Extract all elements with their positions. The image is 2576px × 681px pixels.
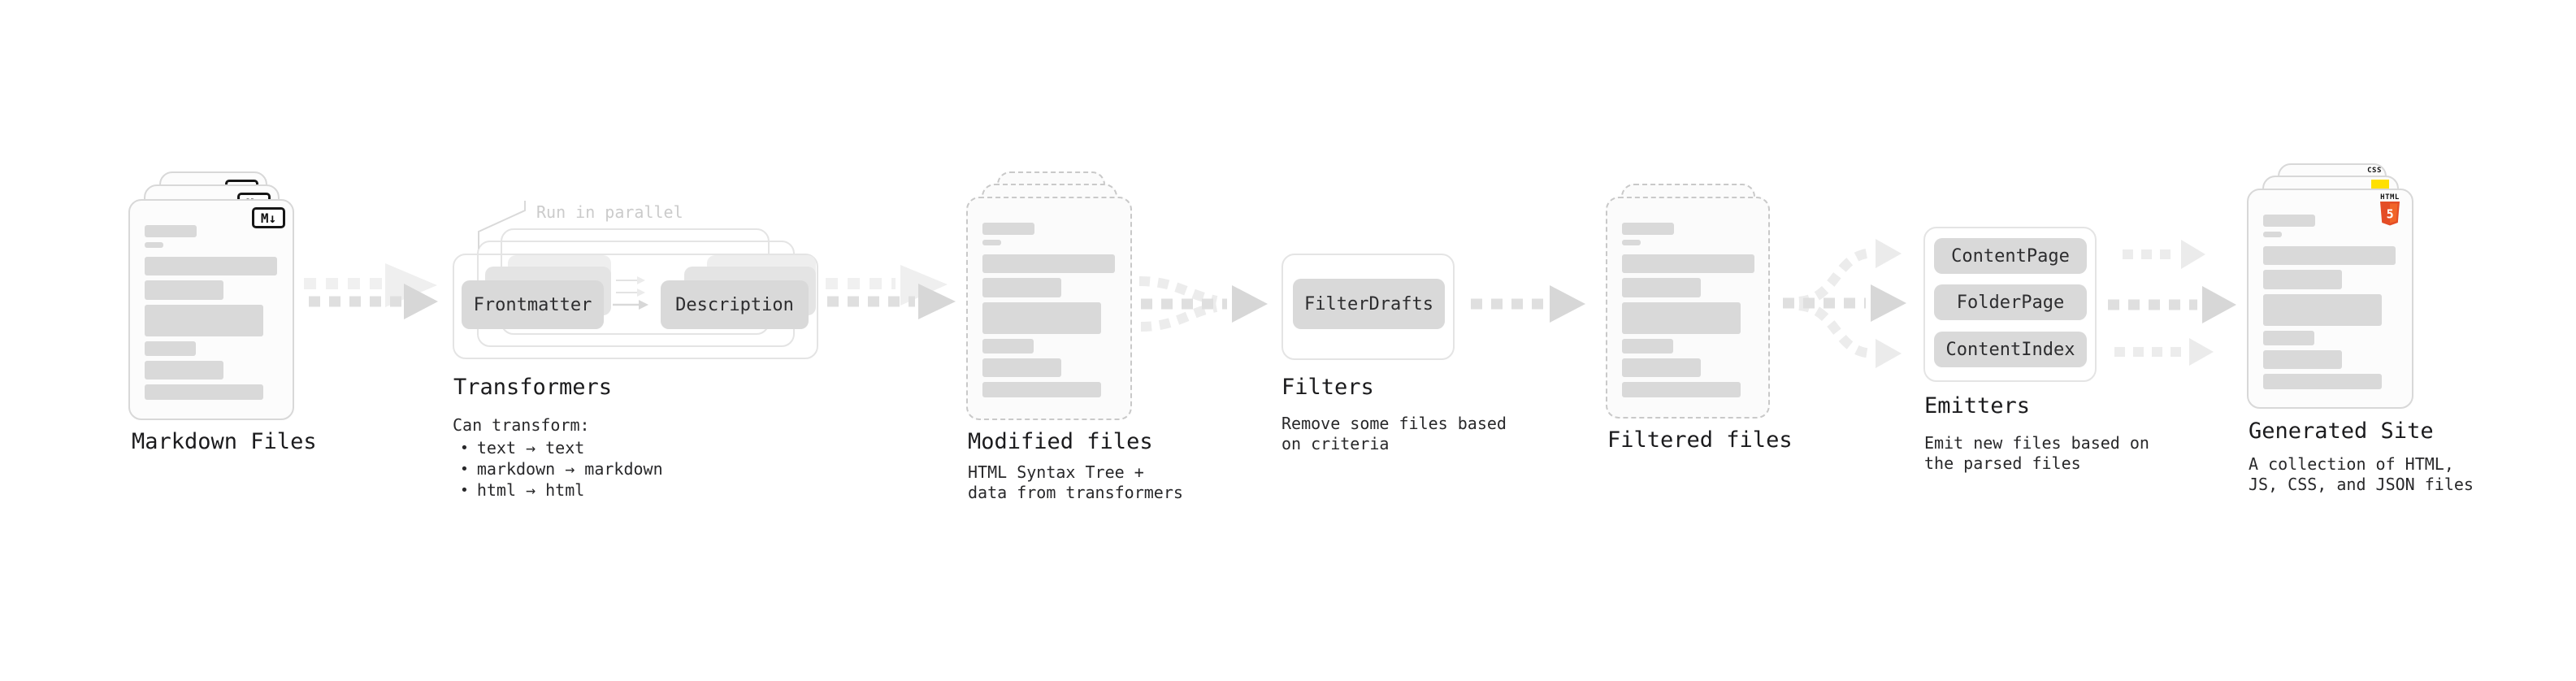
description-line: HTML Syntax Tree + xyxy=(968,462,1144,482)
css-badge-label: CSS xyxy=(2367,167,2382,175)
stage-title-filtered-files: Filtered files xyxy=(1607,427,1793,453)
pill-label: Frontmatter xyxy=(473,294,592,315)
placeholder-bar xyxy=(982,382,1101,397)
document-content-placeholder xyxy=(145,225,277,405)
placeholder-bar xyxy=(982,223,1034,235)
svg-text:5: 5 xyxy=(2387,207,2394,222)
pill-label: FilterDrafts xyxy=(1304,293,1433,314)
arrow-markdown-to-transformers xyxy=(304,263,438,319)
placeholder-bar xyxy=(982,240,1001,245)
description-line: A collection of HTML, xyxy=(2249,454,2454,474)
description-line: on criteria xyxy=(1281,434,1390,453)
pill-label: ContentPage xyxy=(1951,245,2070,267)
placeholder-bar xyxy=(145,305,263,336)
placeholder-bar xyxy=(1622,302,1741,334)
description-line: JS, CSS, and JSON files xyxy=(2249,475,2474,494)
placeholder-bar xyxy=(1622,358,1701,377)
list-item: • markdown → markdown xyxy=(460,458,663,479)
stage-title-emitters: Emitters xyxy=(1924,393,2031,419)
modified-file-card-front xyxy=(966,197,1132,420)
placeholder-bar xyxy=(2263,294,2382,326)
stage-title-generated-site: Generated Site xyxy=(2249,419,2434,444)
arrow-transformers-to-modified xyxy=(826,265,956,319)
description-line: Remove some files based xyxy=(1281,414,1507,433)
frontmatter-pill: Frontmatter xyxy=(462,280,604,329)
arrow-filtered-to-emitters-fanout xyxy=(1783,239,1906,368)
description-line: data from transformers xyxy=(968,483,1183,502)
list-item-text: text → text xyxy=(476,438,585,458)
arrow-filters-to-filtered xyxy=(1471,285,1585,323)
document-content-placeholder xyxy=(1622,223,1754,402)
transform-capabilities-list: • text → text • markdown → markdown • ht… xyxy=(460,437,663,501)
placeholder-bar xyxy=(2263,331,2314,345)
contentindex-pill: ContentIndex xyxy=(1934,332,2087,367)
bullet-icon: • xyxy=(460,481,469,499)
arrow-modified-to-filters-merge xyxy=(1138,276,1268,332)
markdown-file-card-front: M↓ xyxy=(128,199,294,420)
placeholder-bar xyxy=(145,242,163,248)
bullet-icon: • xyxy=(460,439,469,457)
placeholder-bar xyxy=(145,384,263,400)
document-content-placeholder xyxy=(982,223,1115,402)
document-content-placeholder xyxy=(2263,215,2396,394)
arrow-emitters-to-generated xyxy=(2108,240,2236,366)
stage-title-modified-files: Modified files xyxy=(968,429,1153,454)
placeholder-bar xyxy=(982,358,1061,377)
bullet-icon: • xyxy=(460,460,469,478)
stage-title-transformers: Transformers xyxy=(453,375,613,400)
description-line: the parsed files xyxy=(1924,453,2081,473)
transformers-description-heading: Can transform: xyxy=(453,415,590,435)
html5-badge-label: HTML xyxy=(2380,193,2400,202)
placeholder-bar xyxy=(2263,246,2396,265)
generated-html-card: HTML 5 xyxy=(2247,189,2413,409)
emitters-description: Emit new files based on the parsed files xyxy=(1924,433,2149,474)
placeholder-bar xyxy=(145,341,196,356)
list-item: • text → text xyxy=(460,437,663,458)
stage-title-markdown-files: Markdown Files xyxy=(132,429,317,454)
placeholder-bar xyxy=(145,361,223,380)
stage-title-filters: Filters xyxy=(1281,375,1374,400)
placeholder-bar xyxy=(145,257,277,275)
html5-icon: HTML 5 xyxy=(2378,193,2402,229)
filtered-file-card-front xyxy=(1606,197,1770,419)
placeholder-bar xyxy=(1622,278,1701,297)
pill-label: ContentIndex xyxy=(1945,339,2075,360)
modified-files-description: HTML Syntax Tree + data from transformer… xyxy=(968,462,1183,503)
list-item-text: markdown → markdown xyxy=(476,459,663,479)
placeholder-bar xyxy=(2263,215,2315,227)
placeholder-bar xyxy=(1622,223,1674,235)
placeholder-bar xyxy=(1622,254,1754,273)
placeholder-bar xyxy=(982,339,1034,354)
placeholder-bar xyxy=(982,302,1101,334)
placeholder-bar xyxy=(1622,339,1673,354)
generated-site-description: A collection of HTML, JS, CSS, and JSON … xyxy=(2249,454,2474,495)
placeholder-bar xyxy=(982,278,1061,297)
filters-description: Remove some files based on criteria xyxy=(1281,414,1507,454)
placeholder-bar xyxy=(145,280,223,300)
pill-label: FolderPage xyxy=(1956,292,2065,313)
placeholder-bar xyxy=(1622,382,1741,397)
placeholder-bar xyxy=(2263,232,2282,237)
description-line: Emit new files based on xyxy=(1924,433,2149,453)
contentpage-pill: ContentPage xyxy=(1934,238,2087,274)
markdown-icon: M↓ xyxy=(252,207,285,228)
placeholder-bar xyxy=(2263,270,2342,289)
list-item-text: html → html xyxy=(476,480,585,500)
placeholder-bar xyxy=(145,225,197,237)
filterdrafts-pill: FilterDrafts xyxy=(1293,279,1445,329)
list-item: • html → html xyxy=(460,479,663,501)
html5-shield: 5 xyxy=(2380,202,2400,226)
placeholder-bar xyxy=(1622,240,1641,245)
transformer-card-front xyxy=(453,254,818,359)
placeholder-bar xyxy=(2263,374,2382,389)
placeholder-bar xyxy=(982,254,1115,273)
description-pill: Description xyxy=(661,280,809,329)
pill-label: Description xyxy=(675,294,794,315)
placeholder-bar xyxy=(2263,350,2342,369)
run-in-parallel-annotation: Run in parallel xyxy=(536,202,683,222)
folderpage-pill: FolderPage xyxy=(1934,284,2087,320)
